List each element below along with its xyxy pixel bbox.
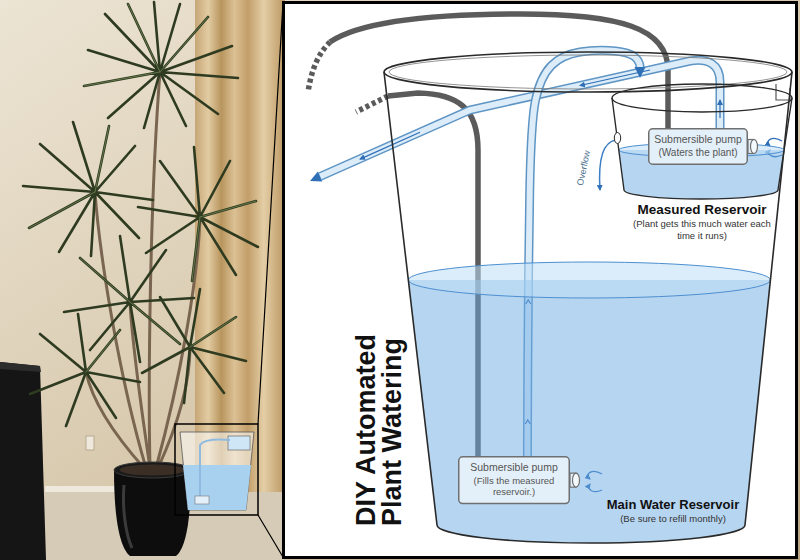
measured-reservoir-cup: Measured Reservoir(Plant gets this much … <box>608 78 796 250</box>
text-block: Submersible pump(Fills the measured rese… <box>462 461 566 498</box>
pump-intake-mouth <box>573 473 580 487</box>
arrowhead <box>635 67 646 78</box>
main-reservoir-bucket: Main Water Reservoir(Be sure to refill m… <box>380 40 797 548</box>
pump-intake-mouth <box>751 140 758 154</box>
text-block: Measured Reservoir(Plant gets this much … <box>632 202 772 241</box>
curtain <box>195 0 285 492</box>
reservoir-note: (Plant gets this much water each time it… <box>632 218 772 241</box>
pump-body <box>649 129 748 165</box>
wall-outlet <box>86 436 94 450</box>
inset-frame <box>175 424 258 515</box>
pump-body <box>459 457 570 504</box>
speaker-top <box>0 362 41 372</box>
inset-water <box>183 465 251 510</box>
plant-leaves <box>23 2 258 426</box>
plant-pot <box>114 470 191 556</box>
flow-arrow <box>360 132 420 159</box>
power-cord <box>330 14 668 128</box>
pump-name: Submersible pump <box>462 461 566 475</box>
reservoir-heading: Measured Reservoir <box>632 202 772 218</box>
power-cord-end <box>356 96 388 112</box>
water-surface <box>408 262 770 298</box>
bucket-bottom <box>437 525 745 543</box>
diagram-title: DIY Automated Plant Watering <box>353 322 405 526</box>
cup-bottom <box>624 190 778 199</box>
inset-pump <box>195 496 209 504</box>
cup-rim <box>612 84 792 112</box>
text-block: Main Water Reservoir(Be sure to refill m… <box>604 497 742 525</box>
overflow-label: Overflow <box>575 149 593 186</box>
reservoir-heading: Main Water Reservoir <box>604 497 742 513</box>
inset-cup <box>228 436 250 450</box>
flow-arrowhead <box>310 172 322 182</box>
bucket-rim <box>384 52 792 92</box>
power-cord-end <box>308 42 330 92</box>
diagram-panel <box>284 3 797 558</box>
zoom-lines <box>258 3 283 557</box>
inset-bucket <box>180 432 254 510</box>
bucket-walls <box>384 72 792 525</box>
pot-highlight <box>123 485 132 548</box>
pump-role: (Waters the plant) <box>652 147 744 160</box>
inset-hose <box>200 440 230 500</box>
reservoir-note: (Be sure to refill monthly) <box>604 513 742 525</box>
pump-box: Submersible pump(Waters the plant) <box>648 128 748 165</box>
intake-swirl <box>768 138 782 146</box>
plant-stems <box>86 72 200 468</box>
leaf-highlights <box>29 4 256 372</box>
pot-rim <box>114 462 191 478</box>
pump-role: (Fills the measured reservoir.) <box>462 475 566 499</box>
text-block: Submersible pump(Waters the plant) <box>652 133 744 159</box>
flow-arrow <box>719 100 720 118</box>
pump-box: Submersible pump(Fills the measured rese… <box>458 456 570 504</box>
main-reservoir-bucket-outline <box>380 40 797 548</box>
overflow-arrow <box>600 140 616 190</box>
overflow-hole <box>614 133 620 144</box>
water-body <box>408 280 770 543</box>
pump-name: Submersible pump <box>652 133 744 147</box>
